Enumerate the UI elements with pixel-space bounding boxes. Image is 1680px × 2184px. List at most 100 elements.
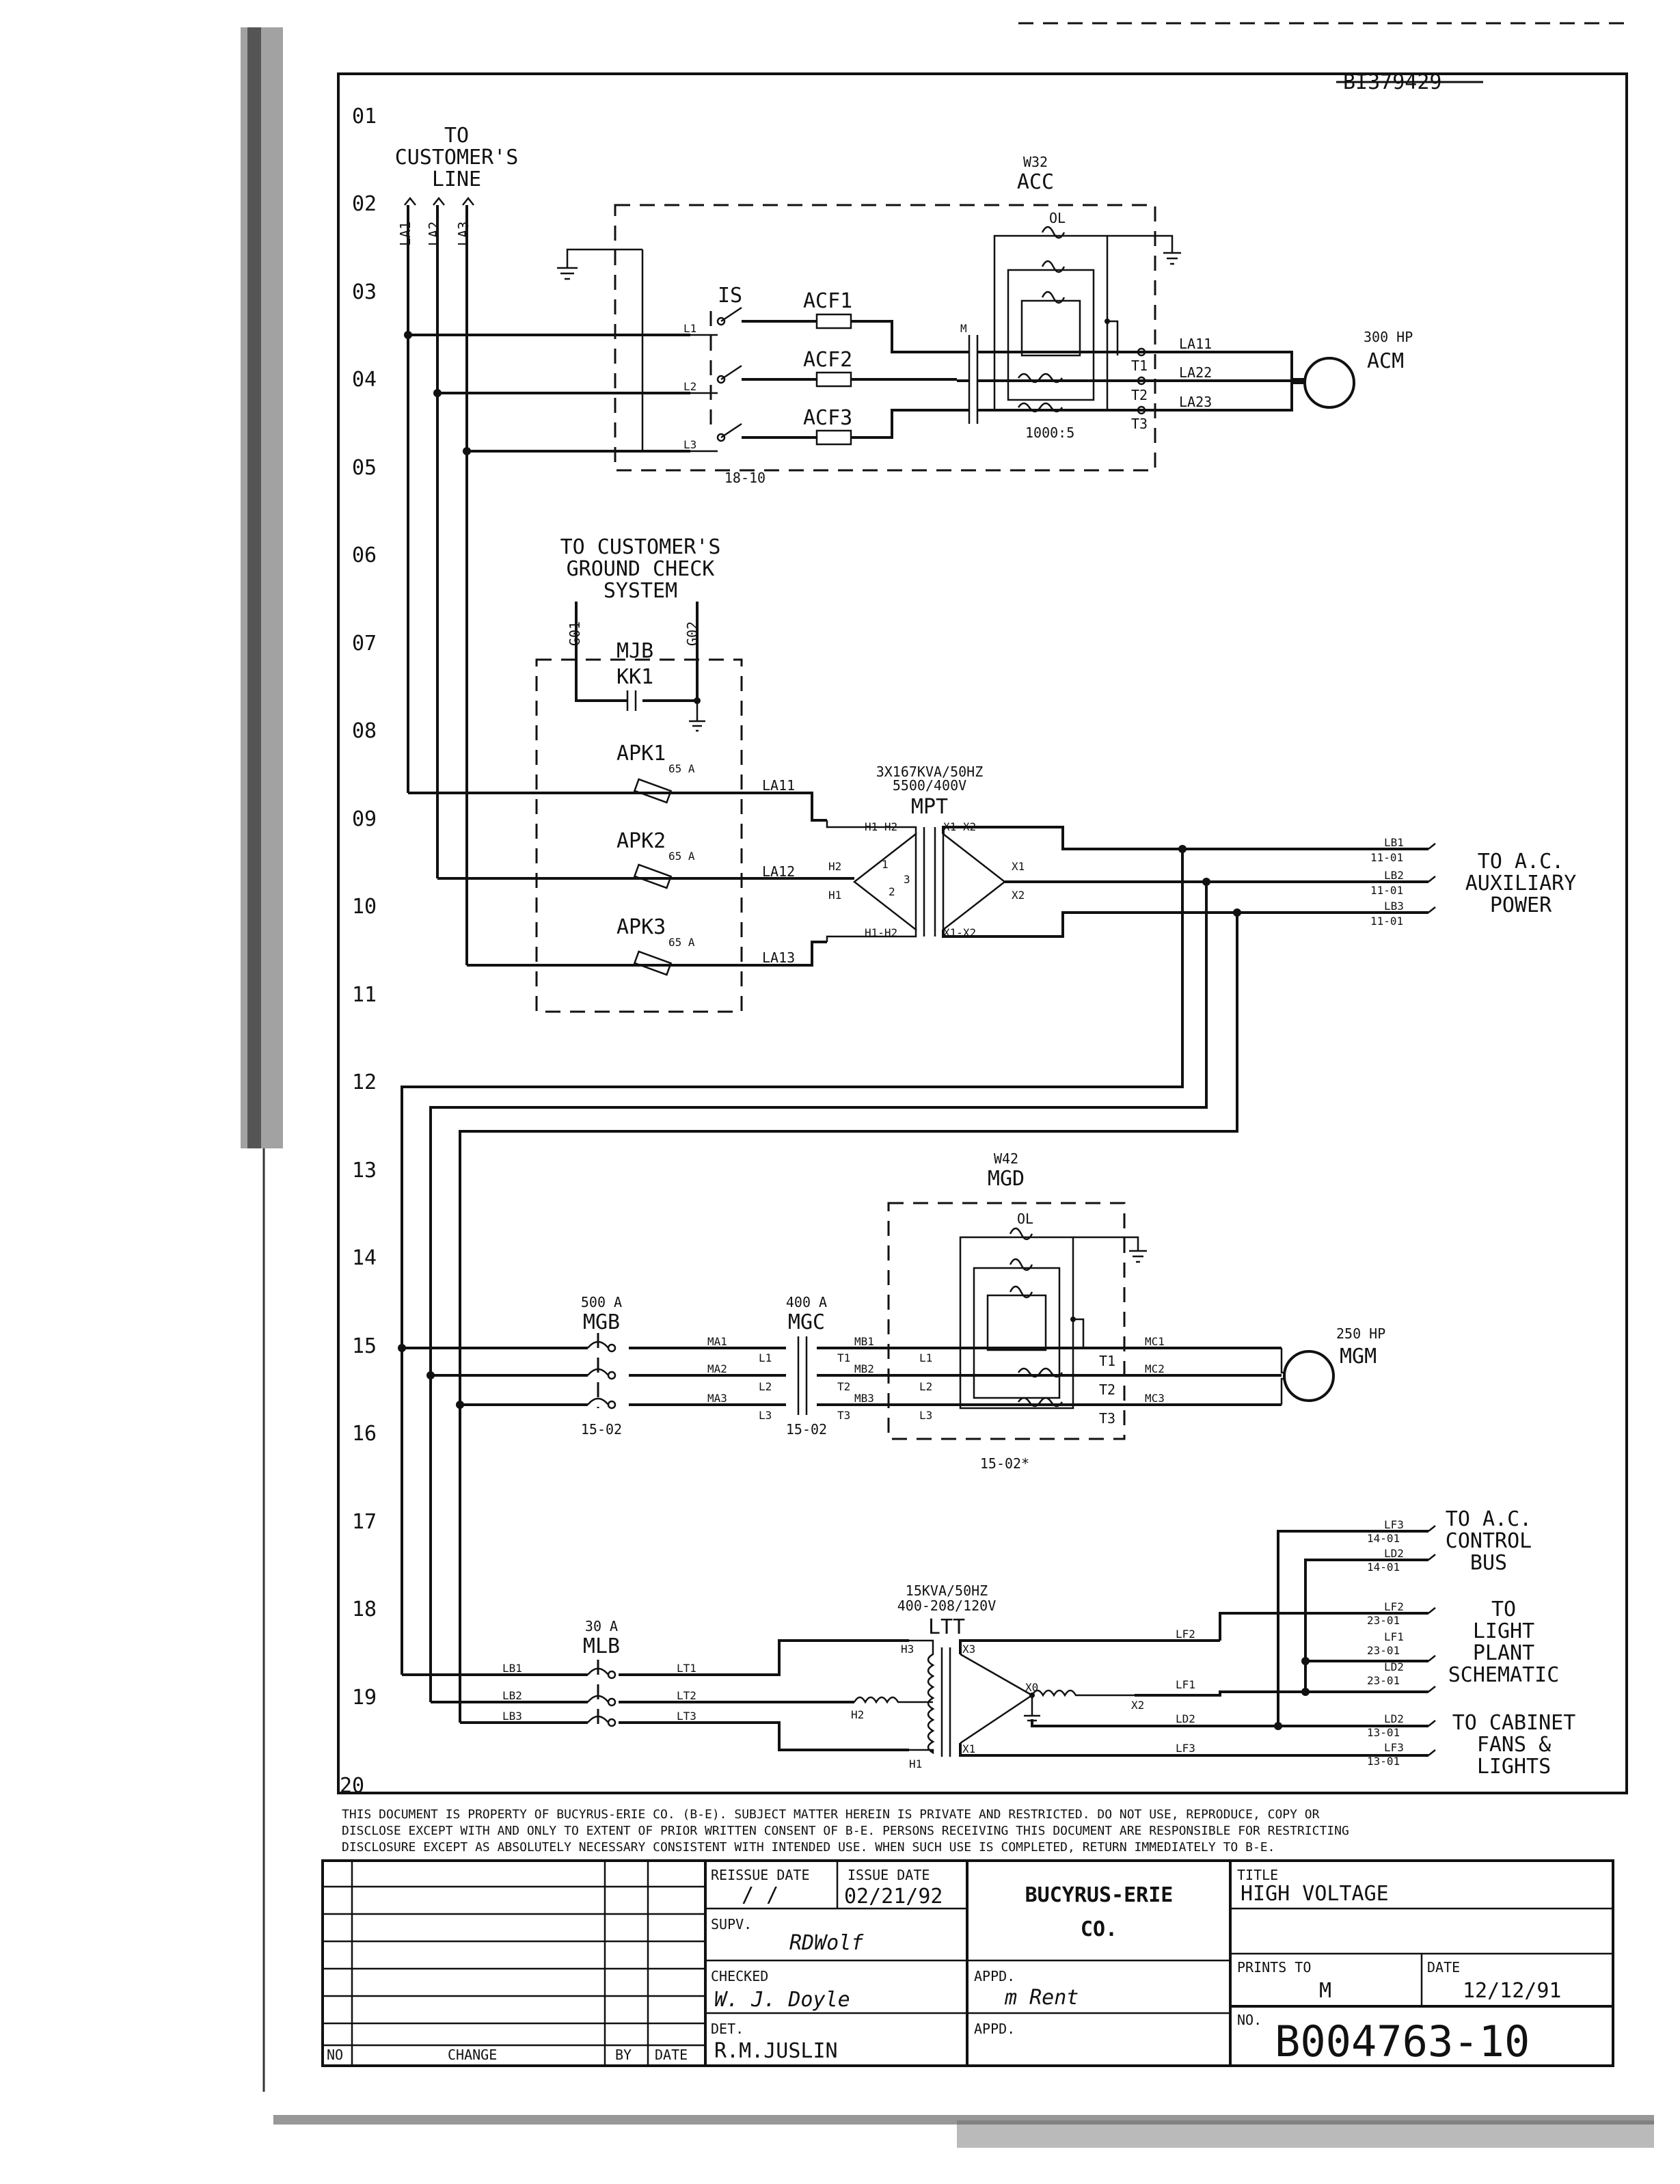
customer-line-taps: LA1 LA2 LA3 xyxy=(397,196,474,246)
svg-text:TO A.C.: TO A.C. xyxy=(1478,850,1564,874)
svg-text:LA1: LA1 xyxy=(397,221,414,246)
acc-feeds xyxy=(404,331,690,455)
svg-text:SYSTEM: SYSTEM xyxy=(604,579,677,603)
ltt-h2: H2 xyxy=(851,1708,864,1721)
cab-lf3-ref: 13-01 xyxy=(1367,1755,1400,1768)
confidentiality-notice: THIS DOCUMENT IS PROPERTY OF BUCYRUS-ERI… xyxy=(342,1807,1349,1855)
title-value: HIGH VOLTAGE xyxy=(1241,1882,1389,1906)
mpt-h1h2-top: H1-H2 xyxy=(865,820,897,833)
ltt-x0: X0 xyxy=(1025,1681,1038,1694)
mpt-h1: H1 xyxy=(828,889,841,902)
fuse-icon xyxy=(815,371,852,388)
acc-enclosure xyxy=(614,204,1156,472)
mpt-n3: 3 xyxy=(904,873,910,886)
mgd-in-l3: L3 xyxy=(919,1409,932,1422)
mpt-transformer-icon xyxy=(826,820,1237,942)
mgm-lead-mc2: MC2 xyxy=(1145,1362,1165,1375)
cb-lf3: LF3 xyxy=(1384,1518,1404,1531)
row-number: 14 xyxy=(352,1246,377,1270)
mgd-in-l1: L1 xyxy=(919,1351,932,1364)
no-label: NO. xyxy=(1237,2012,1262,2028)
customer-line-label: TO CUSTOMER'S LINE xyxy=(395,124,519,191)
row-number: 16 xyxy=(352,1422,377,1446)
apk3-lead: LA13 xyxy=(762,949,795,966)
kk1-label: KK1 xyxy=(617,665,653,689)
light-plant-label: TO LIGHT PLANT SCHEMATIC xyxy=(1448,1597,1560,1687)
ct-coils xyxy=(991,351,1141,413)
mlb-in-lb3: LB3 xyxy=(502,1710,522,1723)
svg-text:THIS DOCUMENT IS PROPERTY OF B: THIS DOCUMENT IS PROPERTY OF BUCYRUS-ERI… xyxy=(342,1807,1320,1822)
svg-text:TO A.C.: TO A.C. xyxy=(1446,1507,1532,1531)
row-number: 01 xyxy=(352,105,377,129)
mlb-in-lb1: LB1 xyxy=(502,1662,522,1675)
lp-lf1-ref: 23-01 xyxy=(1367,1644,1400,1657)
mpt-x1x2-bot: X1-X2 xyxy=(943,926,976,939)
mlb-rating: 30 A xyxy=(585,1618,618,1634)
title-label: TITLE xyxy=(1237,1867,1278,1883)
mgc-ref: 15-02 xyxy=(786,1421,827,1438)
mgc-lead-mb3: MB3 xyxy=(854,1392,874,1405)
ltt-x1: X1 xyxy=(962,1742,975,1755)
mgd-ref: 15-02* xyxy=(980,1455,1029,1472)
cb-lf3-ref: 14-01 xyxy=(1367,1532,1400,1545)
mgb-name: MGB xyxy=(583,1310,620,1334)
svg-text:CONTROL: CONTROL xyxy=(1446,1529,1532,1553)
mgm-lead-mc3: MC3 xyxy=(1145,1392,1165,1405)
row-number: 09 xyxy=(352,807,377,831)
mgc-lead-mb2: MB2 xyxy=(854,1362,874,1375)
mjb-label: MJB xyxy=(617,639,653,663)
ground-icon xyxy=(557,248,644,451)
issue-label: ISSUE DATE xyxy=(848,1867,930,1883)
svg-text:AUXILIARY: AUXILIARY xyxy=(1465,872,1577,895)
mlb-name: MLB xyxy=(583,1634,620,1658)
company-name-line2: CO. xyxy=(1081,1917,1117,1941)
lp-lf2-ref: 23-01 xyxy=(1367,1614,1400,1627)
acf-fuses xyxy=(742,313,957,446)
row-number: 18 xyxy=(352,1597,377,1621)
svg-text:LIGHT: LIGHT xyxy=(1473,1619,1534,1643)
mgc-in-l1: L1 xyxy=(759,1351,772,1364)
ltt-rating2: 400-208/120V xyxy=(897,1597,997,1614)
svg-text:LINE: LINE xyxy=(432,167,481,191)
ltt-distribution xyxy=(1219,1525,1436,1757)
svg-text:TO CABINET: TO CABINET xyxy=(1452,1711,1576,1735)
rev-col-date: DATE xyxy=(655,2047,688,2063)
cb-ld2-ref: 14-01 xyxy=(1367,1561,1400,1574)
svg-text:BUS: BUS xyxy=(1470,1551,1507,1575)
acm-leads xyxy=(1137,347,1305,415)
date-label: DATE xyxy=(1427,1959,1460,1976)
svg-text:TO: TO xyxy=(1491,1597,1516,1621)
svg-text:DISCLOSE EXCEPT WITH AND ONLY: DISCLOSE EXCEPT WITH AND ONLY TO EXTENT … xyxy=(342,1824,1349,1838)
mgc-in-l2: L2 xyxy=(759,1380,772,1393)
mgb-lead-ma2: MA2 xyxy=(707,1362,727,1375)
contactor-m-label: M xyxy=(960,322,967,335)
mlb-out-lt1: LT1 xyxy=(677,1662,696,1675)
ground-check-circuit xyxy=(575,602,705,732)
row-numbers: 01 02 03 04 05 06 07 08 09 10 11 12 13 1… xyxy=(340,105,377,1798)
apk-fuses xyxy=(633,778,673,976)
mgd-out-t3: T3 xyxy=(1099,1410,1115,1427)
aux-lb1-ref: 11-01 xyxy=(1370,851,1403,864)
ltt-x3: X3 xyxy=(962,1643,975,1656)
mgd-enclosure xyxy=(887,1202,1126,1440)
mpt-x2: X2 xyxy=(1012,889,1025,902)
mpt-n2: 2 xyxy=(889,885,895,898)
aux-lb1: LB1 xyxy=(1384,836,1404,849)
mgd-out-t1: T1 xyxy=(1099,1353,1115,1369)
acf2-label: ACF2 xyxy=(803,348,852,372)
mlb-breaker-icon xyxy=(587,1660,617,1729)
det-value: R.M.JUSLIN xyxy=(714,2039,838,2063)
lp-lf2: LF2 xyxy=(1384,1600,1404,1613)
supv-signature: RDWolf xyxy=(789,1931,864,1955)
fuse-icon xyxy=(815,313,852,329)
issue-value: 02/21/92 xyxy=(844,1885,943,1909)
lp-ld2-ref: 23-01 xyxy=(1367,1674,1400,1687)
ltt-h3: H3 xyxy=(901,1643,914,1656)
mgb-lead-ma1: MA1 xyxy=(707,1335,727,1348)
row-number: 15 xyxy=(352,1334,377,1358)
ltt-x2: X2 xyxy=(1131,1699,1144,1712)
mgm-lead-mc1: MC1 xyxy=(1145,1335,1165,1348)
cab-ld2: LD2 xyxy=(1384,1712,1404,1725)
mgc-out-t2: T2 xyxy=(837,1380,850,1393)
reissue-value: / / xyxy=(742,1883,778,1907)
